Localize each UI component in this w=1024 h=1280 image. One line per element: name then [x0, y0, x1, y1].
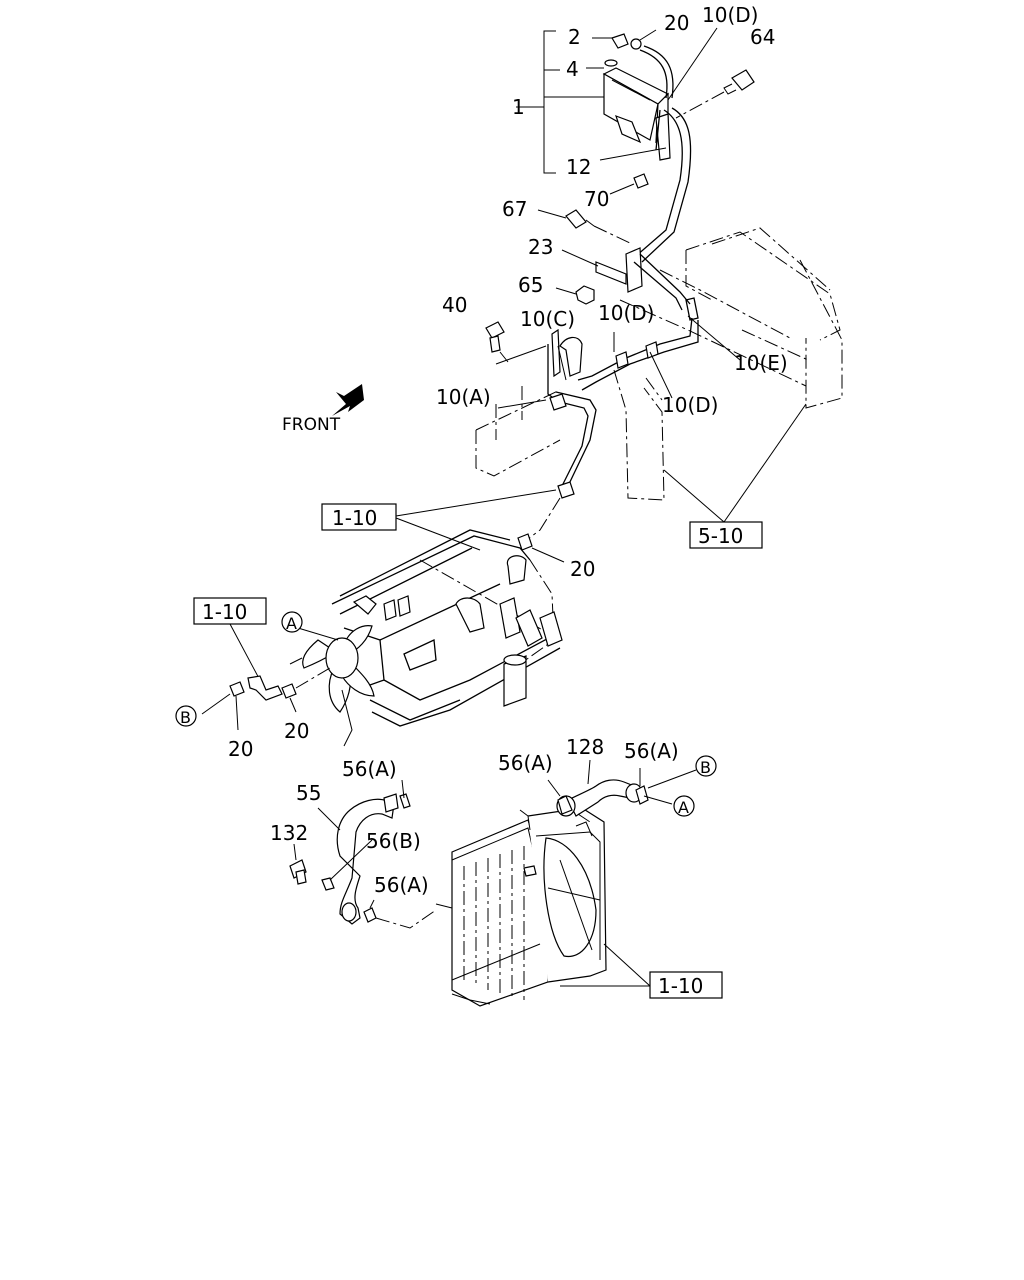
label-1: 1	[512, 95, 525, 119]
label-55: 55	[296, 781, 321, 805]
label-65: 65	[518, 273, 543, 297]
label-20-left2: 20	[284, 719, 309, 743]
label-10e: 10(E)	[734, 351, 788, 375]
label-56a-3: 56(A)	[624, 739, 679, 763]
label-20-mid: 20	[570, 557, 595, 581]
svg-text:B: B	[700, 758, 711, 777]
clamp-part	[630, 29, 657, 50]
screw-70-part	[609, 173, 649, 195]
label-10a: 10(A)	[436, 385, 491, 409]
ref-box-1-10-a[interactable]: 1-10	[321, 503, 397, 531]
label-10d-low: 10(D)	[662, 393, 718, 417]
callout-b-left: B	[175, 705, 197, 727]
frame-chassis	[475, 227, 843, 501]
upper-hose-128	[547, 759, 697, 823]
gasket-part	[604, 59, 618, 67]
nut-65-part	[555, 285, 595, 305]
cap-part	[592, 33, 629, 49]
bolt-67-part	[537, 209, 633, 245]
reservoir-assembly	[516, 27, 755, 305]
label-12: 12	[566, 155, 591, 179]
label-128: 128	[566, 735, 604, 759]
label-2: 2	[568, 25, 581, 49]
clamp-20-mid	[517, 533, 565, 563]
label-10d-top: 10(D)	[702, 3, 758, 27]
svg-text:A: A	[286, 614, 297, 633]
callout-a-engine: A	[281, 611, 303, 633]
label-4: 4	[566, 57, 579, 81]
bracket-23-part	[561, 247, 643, 293]
ref-box-1-10-b[interactable]: 1-10	[193, 597, 267, 625]
pipe-routing	[332, 253, 741, 543]
tank-body	[602, 67, 671, 161]
heater-hose-left	[201, 667, 331, 731]
part-labels: 2 20 10(D) 64 4 1 12 70 67 23 65 40 10(C…	[228, 3, 788, 897]
engine-block	[289, 529, 563, 747]
svg-text:1-10: 1-10	[332, 506, 377, 530]
label-10c: 10(C)	[520, 307, 575, 331]
svg-text:5-10: 5-10	[698, 524, 743, 548]
front-label: FRONT	[282, 415, 341, 435]
svg-text:B: B	[180, 708, 191, 727]
ref-box-1-10-c[interactable]: 1-10	[649, 971, 723, 999]
lower-hose-55	[317, 779, 437, 929]
label-20-top: 20	[664, 11, 689, 35]
callout-b-right: B	[695, 755, 717, 777]
svg-text:A: A	[678, 798, 689, 817]
svg-text:1-10: 1-10	[202, 600, 247, 624]
callout-a-right: A	[673, 795, 695, 817]
fan	[289, 625, 375, 747]
label-40: 40	[442, 293, 467, 317]
front-arrow-icon	[332, 384, 364, 416]
label-10d-mid: 10(D)	[598, 301, 654, 325]
bolt-40-part	[485, 321, 509, 363]
label-23: 23	[528, 235, 553, 259]
label-67: 67	[502, 197, 527, 221]
bolt-132-part	[289, 843, 307, 885]
label-70: 70	[584, 187, 609, 211]
label-64: 64	[750, 25, 775, 49]
label-132: 132	[270, 821, 308, 845]
bolt-64-part	[675, 69, 755, 119]
radiator	[435, 807, 651, 1007]
label-56b: 56(B)	[366, 829, 421, 853]
label-56a-2: 56(A)	[498, 751, 553, 775]
label-20-left1: 20	[228, 737, 253, 761]
label-56a-1: 56(A)	[342, 757, 397, 781]
svg-text:1-10: 1-10	[658, 974, 703, 998]
ref-box-5-10[interactable]: 5-10	[689, 521, 763, 549]
label-56a-4: 56(A)	[374, 873, 429, 897]
